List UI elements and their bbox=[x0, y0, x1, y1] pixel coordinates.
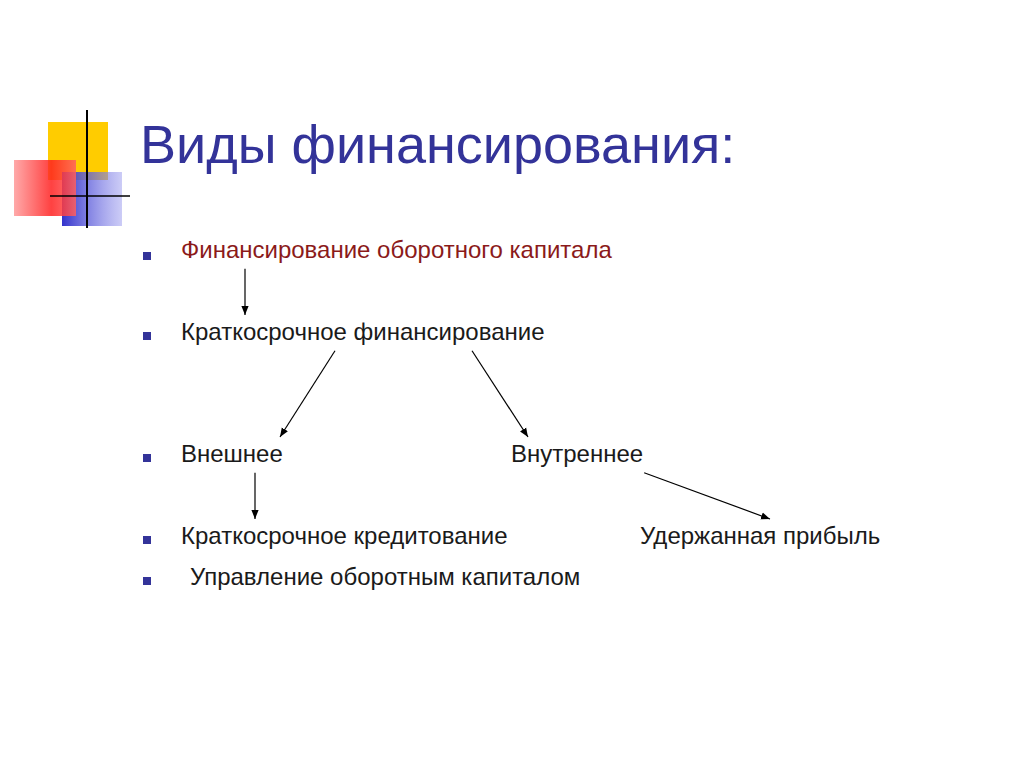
text-node: Внутреннее bbox=[508, 438, 646, 471]
bullet bbox=[143, 454, 151, 462]
text-node: Краткосрочное финансирование bbox=[178, 316, 548, 349]
node-text: Краткосрочное финансирование bbox=[181, 318, 545, 347]
arrow-connector bbox=[280, 351, 335, 437]
arrow-connector bbox=[244, 269, 245, 315]
decor-line bbox=[86, 110, 88, 228]
arrow-connector bbox=[644, 473, 770, 519]
text-node: Внешнее bbox=[178, 438, 286, 471]
red-square bbox=[14, 160, 76, 216]
text-node: Краткосрочное кредитование bbox=[178, 520, 511, 553]
bullet bbox=[143, 577, 151, 585]
bullet bbox=[143, 252, 151, 260]
title-rule bbox=[130, 199, 940, 201]
node-text: Внутреннее bbox=[511, 440, 643, 469]
node-text: Удержанная прибыль bbox=[640, 522, 880, 551]
bullet-text: Управление оборотным капиталом bbox=[187, 561, 583, 594]
node-text: Внешнее bbox=[181, 440, 283, 469]
arrow-connector bbox=[472, 351, 528, 437]
text-node: Финансирование оборотного капитала bbox=[178, 234, 615, 267]
text-node: Удержанная прибыль bbox=[637, 520, 883, 553]
bullet bbox=[143, 536, 151, 544]
bullet bbox=[143, 332, 151, 340]
arrow-connector bbox=[254, 473, 255, 519]
node-text: Финансирование оборотного капитала bbox=[181, 236, 612, 265]
node-text: Краткосрочное кредитование bbox=[181, 522, 508, 551]
decor-line bbox=[50, 195, 130, 197]
slide-title: Виды финансирования: bbox=[140, 112, 735, 177]
